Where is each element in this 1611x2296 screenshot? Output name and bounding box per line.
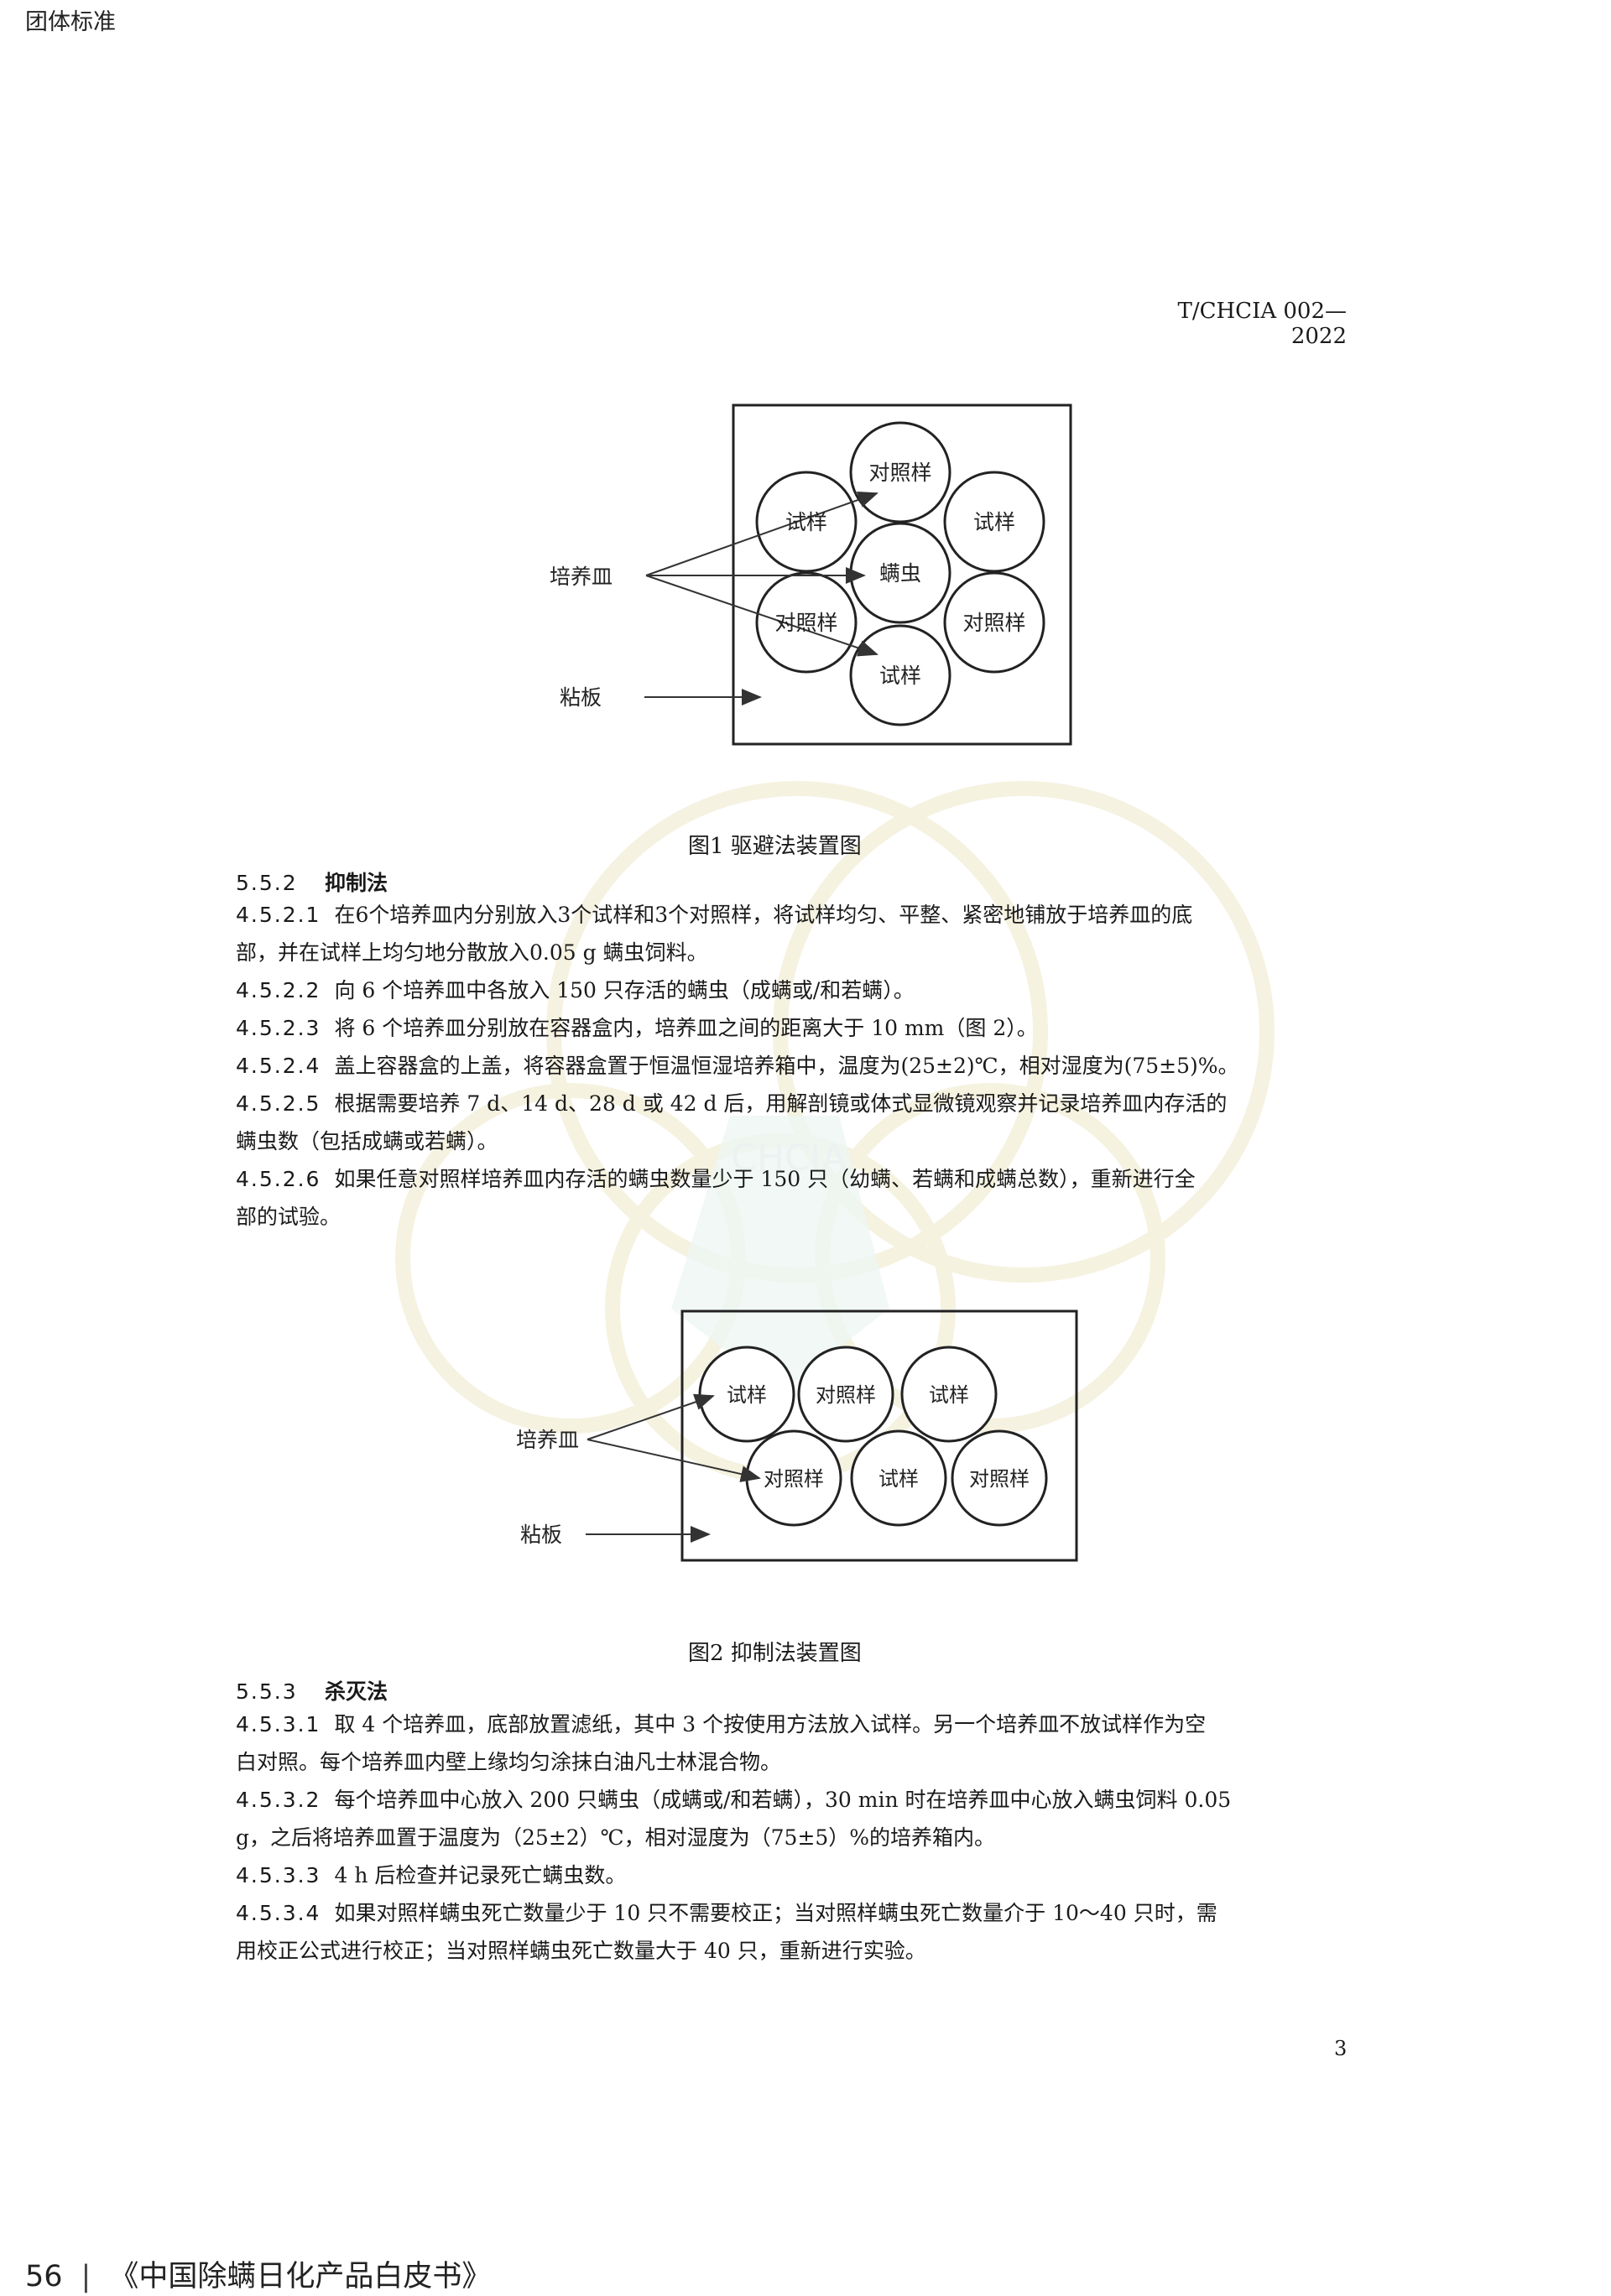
footer-page-number: 56 bbox=[25, 2260, 63, 2293]
figure2-board bbox=[680, 1309, 1078, 1562]
section-553-title: 杀灭法 bbox=[325, 1679, 388, 1704]
fig2-circle-6 bbox=[951, 1429, 1048, 1527]
fig1-label-6: 试样 bbox=[879, 664, 921, 688]
fig1-circle-upper-left bbox=[755, 471, 858, 573]
fig2-label-0: 试样 bbox=[727, 1383, 767, 1407]
page-number: 3 bbox=[1334, 2037, 1348, 2060]
figure1-caption: 图1 驱避法装置图 bbox=[688, 834, 862, 859]
watermark-text: CHCIA bbox=[731, 1137, 847, 1179]
fig1-dish-label: 培养皿 bbox=[550, 565, 613, 589]
fig2-arrow-1 bbox=[587, 1393, 715, 1440]
section-553-heading: 5.5.3 杀灭法 bbox=[236, 1675, 388, 1705]
footer: 56 | 《中国除螨日化产品白皮书》 bbox=[25, 2252, 491, 2295]
footer-book-title: 《中国除螨日化产品白皮书》 bbox=[109, 2260, 492, 2293]
fig1-label-0: 对照样 bbox=[868, 461, 931, 485]
fig2-dish-label: 培养皿 bbox=[516, 1428, 579, 1452]
fig1-circle-lower-right bbox=[943, 571, 1045, 674]
fig2-label-3: 对照样 bbox=[764, 1467, 824, 1491]
standard-code: T/CHCIA 002—2022 bbox=[1177, 299, 1348, 349]
fig1-arrow-3 bbox=[645, 575, 878, 657]
section-553-number: 5.5.3 bbox=[236, 1679, 298, 1704]
fig1-circle-lower-left bbox=[755, 571, 858, 674]
fig1-label-3: 螨虫 bbox=[879, 561, 921, 586]
fig2-label-4: 试样 bbox=[878, 1467, 919, 1491]
fig2-circle-2 bbox=[797, 1346, 894, 1443]
figure2-caption: 图2 抑制法装置图 bbox=[688, 1641, 862, 1666]
section-552-title: 抑制法 bbox=[325, 871, 388, 895]
fig2-label-2: 试样 bbox=[929, 1383, 969, 1407]
fig1-label-5: 对照样 bbox=[962, 611, 1025, 635]
fig1-label-2: 试样 bbox=[973, 510, 1015, 534]
fig1-arrow-1 bbox=[645, 491, 878, 576]
section-552-number: 5.5.2 bbox=[236, 871, 298, 895]
header-org: 团体标准 bbox=[25, 9, 116, 35]
section-552-heading: 5.5.2 抑制法 bbox=[236, 867, 388, 897]
fig1-label-1: 试样 bbox=[785, 510, 827, 534]
fig1-circle-upper-right bbox=[943, 471, 1045, 573]
fig2-label-5: 对照样 bbox=[969, 1467, 1030, 1491]
fig2-circle-5 bbox=[850, 1429, 947, 1527]
fig1-label-4: 对照样 bbox=[774, 611, 837, 635]
footer-separator: | bbox=[81, 2260, 91, 2293]
fig2-arrow-2 bbox=[587, 1439, 761, 1482]
fig1-board-label: 粘板 bbox=[560, 685, 602, 710]
fig2-label-1: 对照样 bbox=[816, 1383, 876, 1407]
fig2-board-label: 粘板 bbox=[520, 1523, 562, 1547]
fig2-circle-3 bbox=[900, 1346, 998, 1443]
